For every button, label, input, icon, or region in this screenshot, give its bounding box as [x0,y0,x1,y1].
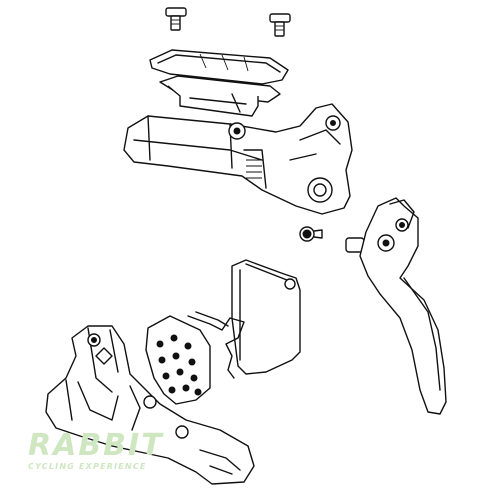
brake-pad-front [145,315,211,405]
brake-pad-rear [231,259,301,375]
reservoir-cap [149,49,289,85]
watermark-tagline: CYCLING EXPERIENCE [28,462,147,471]
lever-pivot-bolt [299,226,323,242]
watermark-brand: RABBIT [28,428,164,463]
brake-lever-blade [345,197,447,415]
master-cylinder-body [123,103,353,215]
reservoir-bladder [159,75,281,117]
brake-caliper [45,325,255,485]
reservoir-screw-left [165,7,187,31]
pad-spring [187,311,245,379]
reservoir-screw-right [269,13,291,37]
watermark-logo: RABBIT CYCLING EXPERIENCE [20,428,180,478]
